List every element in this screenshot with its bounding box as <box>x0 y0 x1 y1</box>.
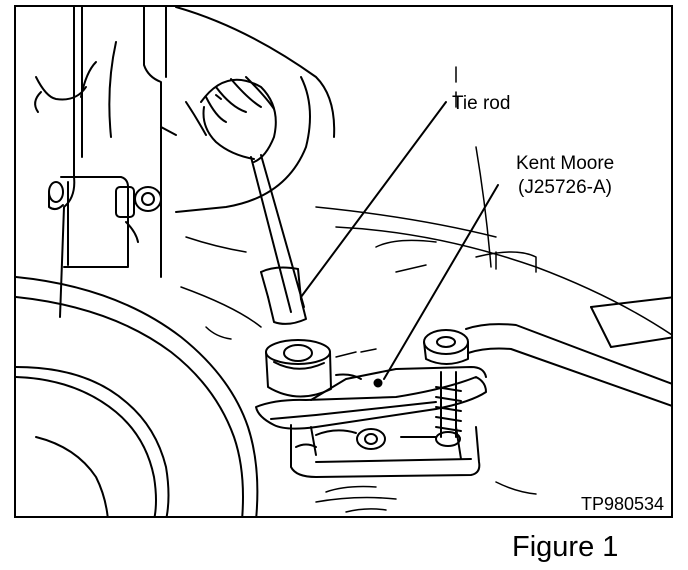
strut-bracket <box>48 176 162 268</box>
tie-rod-shaft <box>250 154 307 325</box>
tie-rod-end <box>265 339 332 398</box>
leader-lines <box>300 101 499 380</box>
rack-boot <box>185 76 277 163</box>
background-lines <box>180 66 671 513</box>
figure-frame: Tie rod Kent Moore (J25726-A) TP980534 <box>14 5 673 518</box>
drawing-code: TP980534 <box>581 494 665 514</box>
label-tool-part-number: (J25726-A) <box>518 177 612 198</box>
brake-rotor <box>16 276 259 516</box>
strut-tower <box>34 7 336 318</box>
figure-caption: Figure 1 <box>512 531 619 563</box>
tie-rod-puller-illustration <box>16 7 671 516</box>
forcing-screw <box>423 329 469 447</box>
puller-tool <box>255 366 487 478</box>
handle-bar <box>465 296 671 407</box>
label-tool-name: Kent Moore <box>516 153 615 174</box>
label-tie-rod: Tie rod <box>452 93 511 114</box>
